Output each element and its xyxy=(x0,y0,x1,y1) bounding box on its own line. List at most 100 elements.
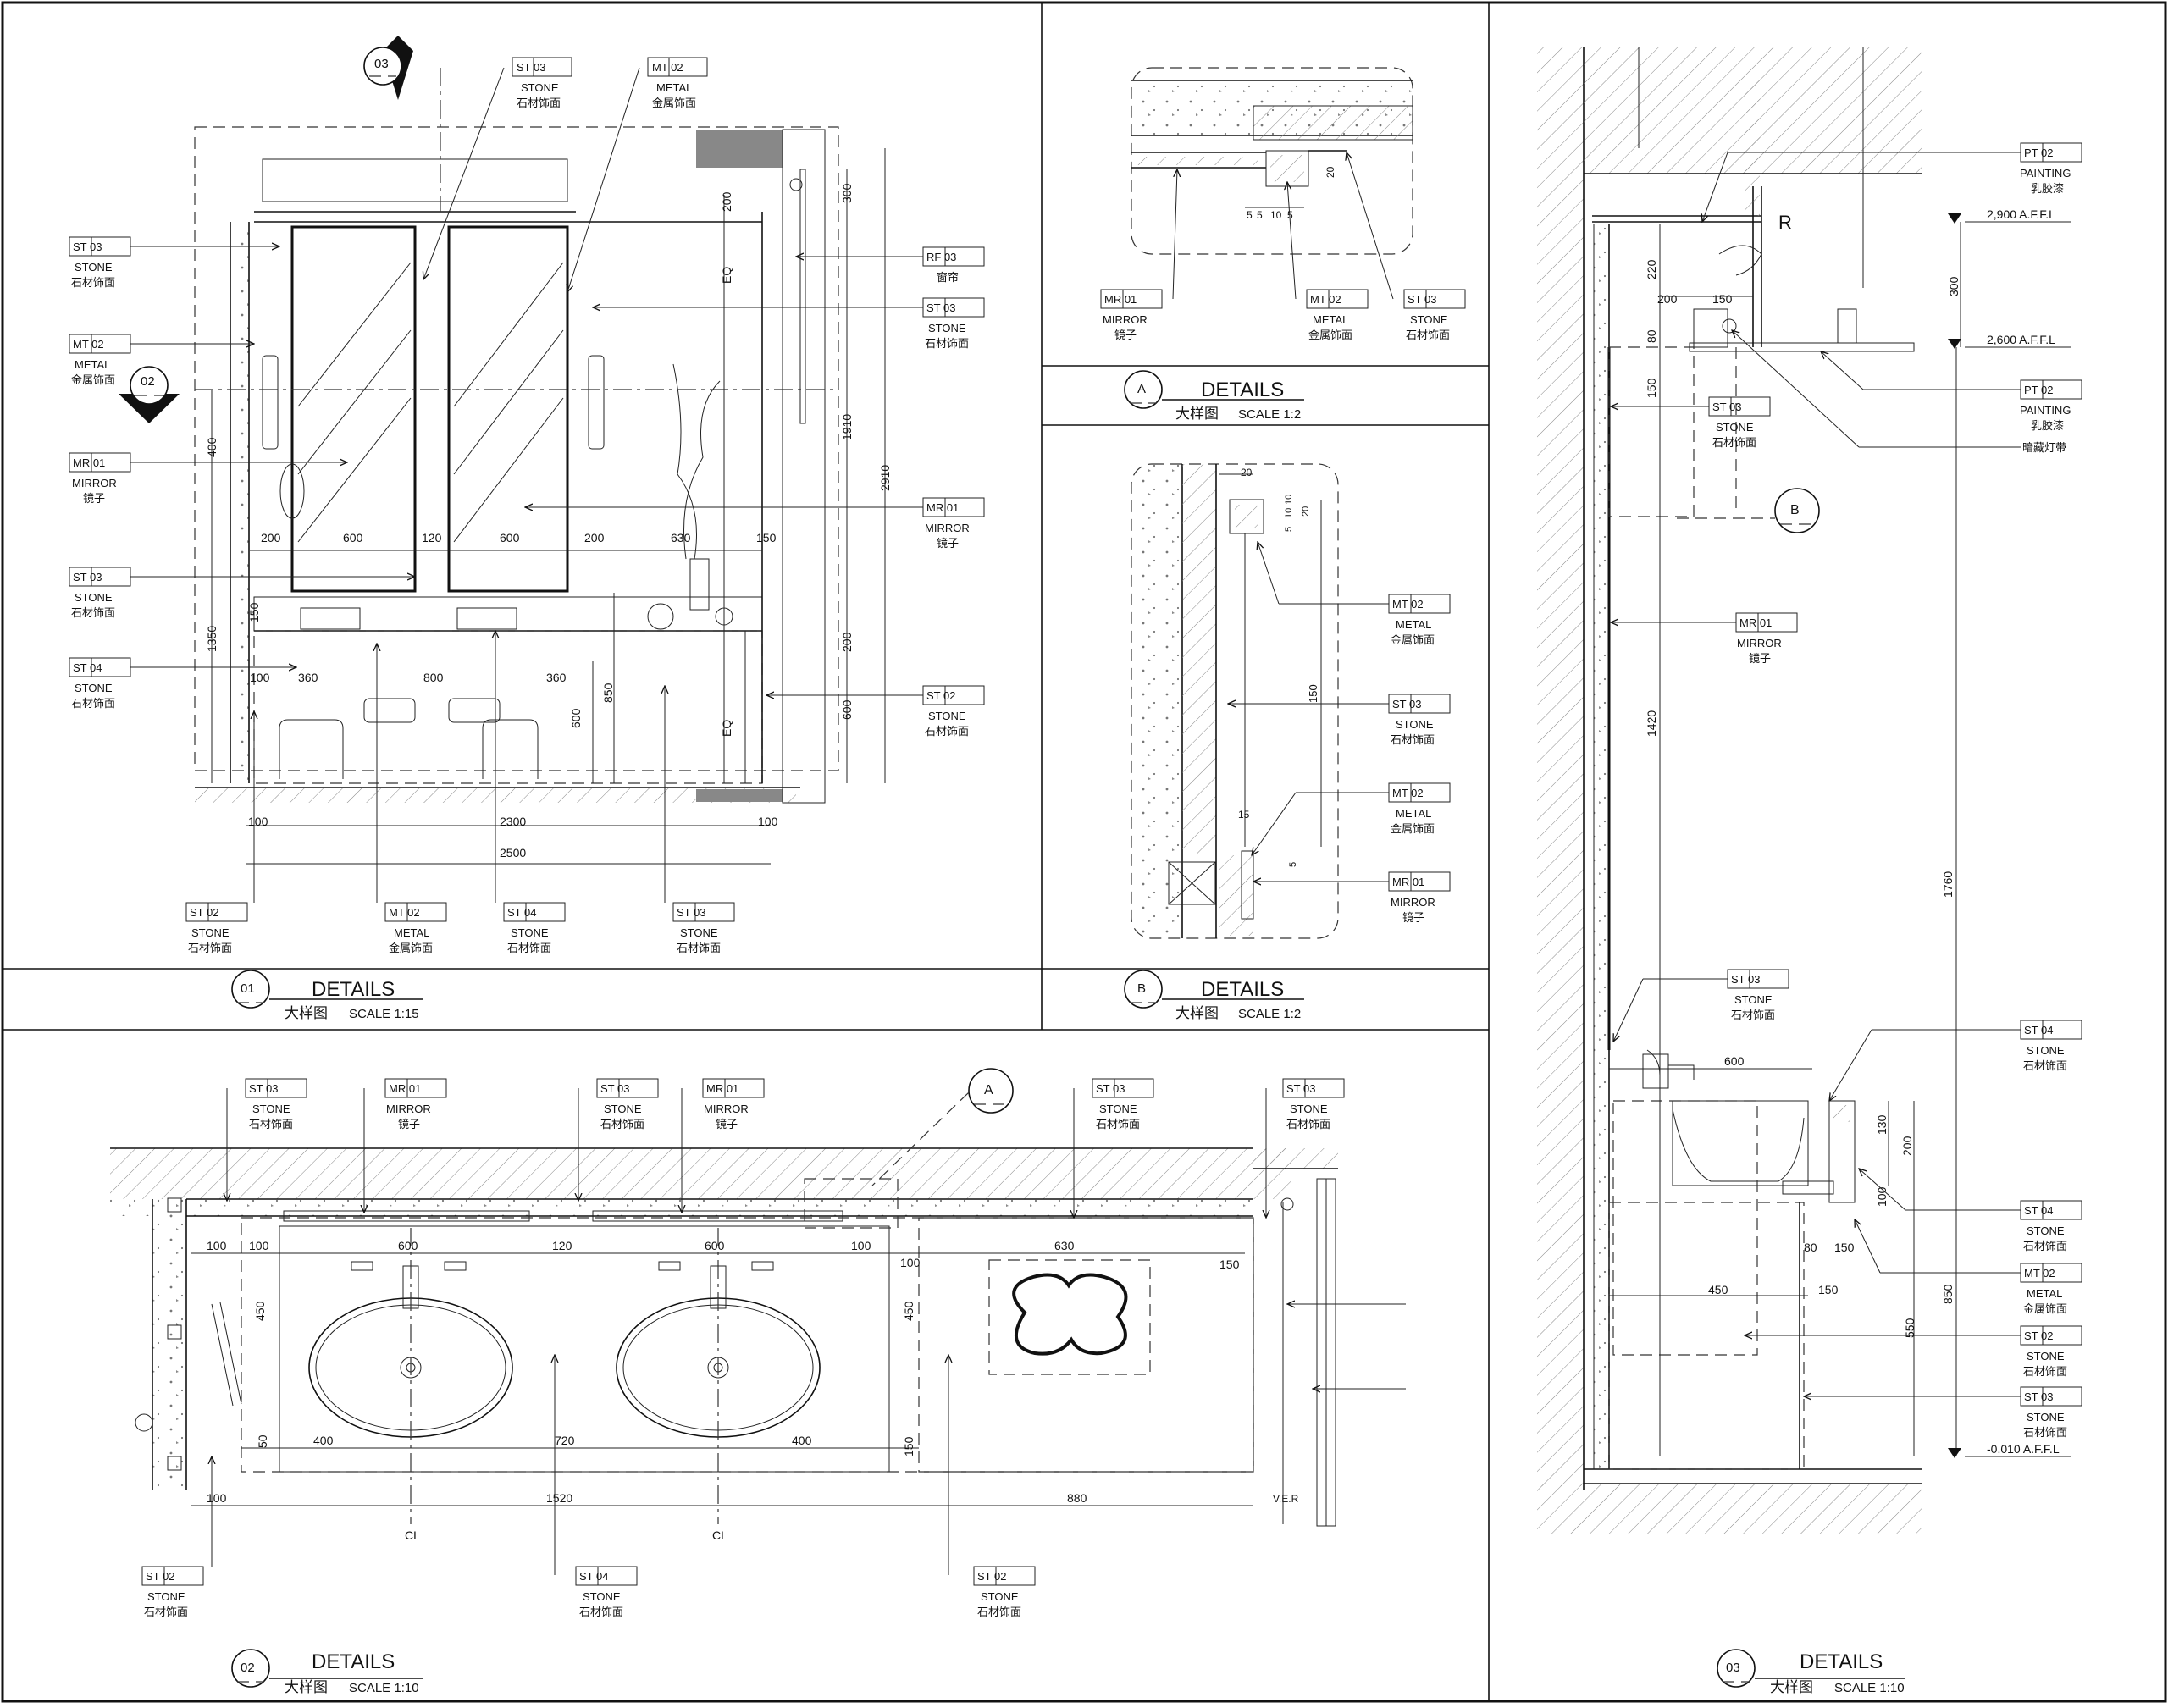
svg-text:50: 50 xyxy=(256,1434,269,1448)
svg-text:600: 600 xyxy=(398,1239,418,1252)
svg-text:450: 450 xyxy=(1708,1283,1728,1296)
svg-text:600: 600 xyxy=(500,531,520,544)
svg-text:金属饰面: 金属饰面 xyxy=(71,373,115,386)
svg-text:1760: 1760 xyxy=(1941,871,1955,898)
svg-text:850: 850 xyxy=(601,683,615,703)
title-block-01: 01 DETAILS 大样图 SCALE 1:15 xyxy=(231,970,423,1021)
svg-text:10: 10 xyxy=(1284,495,1294,505)
svg-text:METAL: METAL xyxy=(1396,807,1431,820)
svg-text:STONE: STONE xyxy=(680,926,718,939)
svg-text:1420: 1420 xyxy=(1645,710,1658,737)
svg-text:MT 02: MT 02 xyxy=(389,906,420,919)
svg-text:ST 04: ST 04 xyxy=(2024,1204,2053,1217)
svg-text:PAINTING: PAINTING xyxy=(2020,404,2071,417)
svg-text:PT 02: PT 02 xyxy=(2024,384,2053,396)
svg-text:300: 300 xyxy=(1947,276,1961,296)
svg-text:石材饰面: 石材饰面 xyxy=(71,276,115,289)
svg-text:MT 02: MT 02 xyxy=(652,61,683,74)
svg-text:大样图: 大样图 xyxy=(285,1679,328,1695)
svg-text:大样图: 大样图 xyxy=(1175,406,1219,422)
svg-text:360: 360 xyxy=(298,671,318,684)
svg-text:STONE: STONE xyxy=(928,322,966,334)
svg-text:MR 01: MR 01 xyxy=(1739,616,1772,629)
svg-text:石材饰面: 石材饰面 xyxy=(925,725,969,738)
svg-text:石材饰面: 石材饰面 xyxy=(2023,1426,2067,1439)
svg-text:STONE: STONE xyxy=(604,1103,642,1115)
tag-led-sec: 暗藏灯带 xyxy=(1732,330,2066,454)
plan-02 xyxy=(110,1147,1338,1527)
svg-text:CL: CL xyxy=(405,1528,420,1542)
svg-text:2500: 2500 xyxy=(500,846,526,860)
svg-text:STONE: STONE xyxy=(1396,718,1434,731)
detail-b: 20 5 10 10 20 150 15 5 xyxy=(1131,463,1339,939)
svg-text:石材饰面: 石材饰面 xyxy=(1712,436,1756,449)
svg-text:MT 02: MT 02 xyxy=(1310,293,1341,306)
svg-text:ST 03: ST 03 xyxy=(1712,401,1741,413)
svg-text:STONE: STONE xyxy=(1410,313,1448,326)
svg-text:石材饰面: 石材饰面 xyxy=(1096,1118,1140,1130)
svg-text:150: 150 xyxy=(1307,684,1319,703)
svg-text:720: 720 xyxy=(555,1434,575,1447)
svg-text:360: 360 xyxy=(546,671,567,684)
svg-text:STONE: STONE xyxy=(2027,1044,2065,1057)
svg-text:20: 20 xyxy=(1325,166,1336,178)
svg-text:石材饰面: 石材饰面 xyxy=(71,697,115,710)
svg-text:100: 100 xyxy=(900,1256,921,1269)
svg-text:600: 600 xyxy=(840,699,854,720)
svg-text:STONE: STONE xyxy=(1734,993,1773,1006)
svg-text:CL: CL xyxy=(712,1528,727,1542)
svg-text:600: 600 xyxy=(1724,1054,1745,1068)
tag-st03-sec-1: ST 03 STONE 石材饰面 xyxy=(1611,396,1771,449)
svg-text:200: 200 xyxy=(840,632,854,652)
svg-text:镜子: 镜子 xyxy=(716,1118,738,1130)
svg-text:金属饰面: 金属饰面 xyxy=(2023,1302,2067,1315)
svg-text:SCALE 1:10: SCALE 1:10 xyxy=(349,1681,419,1695)
svg-text:石材饰面: 石材饰面 xyxy=(144,1606,188,1618)
svg-text:ST 03: ST 03 xyxy=(1286,1082,1315,1095)
svg-text:550: 550 xyxy=(1903,1318,1916,1338)
svg-text:200: 200 xyxy=(1900,1136,1914,1156)
svg-text:STONE: STONE xyxy=(75,682,113,694)
svg-text:METAL: METAL xyxy=(394,926,429,939)
svg-text:大样图: 大样图 xyxy=(1175,1005,1219,1021)
svg-text:400: 400 xyxy=(313,1434,334,1447)
svg-text:石材饰面: 石材饰面 xyxy=(600,1118,644,1130)
svg-text:镜子: 镜子 xyxy=(1402,911,1424,924)
section-03-levels: 2,900 A.F.F.L 2,600 A.F.F.L -0.010 A.F.F… xyxy=(1948,207,2071,1458)
svg-text:石材饰面: 石材饰面 xyxy=(2023,1365,2067,1378)
svg-text:ST 04: ST 04 xyxy=(579,1570,608,1583)
svg-text:A: A xyxy=(984,1083,993,1097)
svg-text:MT 02: MT 02 xyxy=(1392,787,1424,799)
svg-text:金属饰面: 金属饰面 xyxy=(1308,329,1352,341)
svg-text:150: 150 xyxy=(756,531,777,544)
svg-text:MR 01: MR 01 xyxy=(73,456,105,469)
svg-text:R: R xyxy=(1778,212,1792,233)
svg-text:120: 120 xyxy=(552,1239,572,1252)
svg-text:MT 02: MT 02 xyxy=(1392,598,1424,611)
svg-text:ST 03: ST 03 xyxy=(1408,293,1436,306)
svg-text:5: 5 xyxy=(1287,209,1293,221)
svg-text:STONE: STONE xyxy=(1716,421,1754,434)
svg-text:150: 150 xyxy=(1818,1283,1839,1296)
svg-text:乳胶漆: 乳胶漆 xyxy=(2031,182,2064,195)
svg-text:MR 01: MR 01 xyxy=(1392,876,1424,888)
svg-text:20: 20 xyxy=(1301,506,1311,517)
svg-text:ST 03: ST 03 xyxy=(677,906,705,919)
svg-text:100: 100 xyxy=(758,815,778,828)
svg-text:镜子: 镜子 xyxy=(398,1118,420,1130)
svg-text:DETAILS: DETAILS xyxy=(312,978,395,1001)
